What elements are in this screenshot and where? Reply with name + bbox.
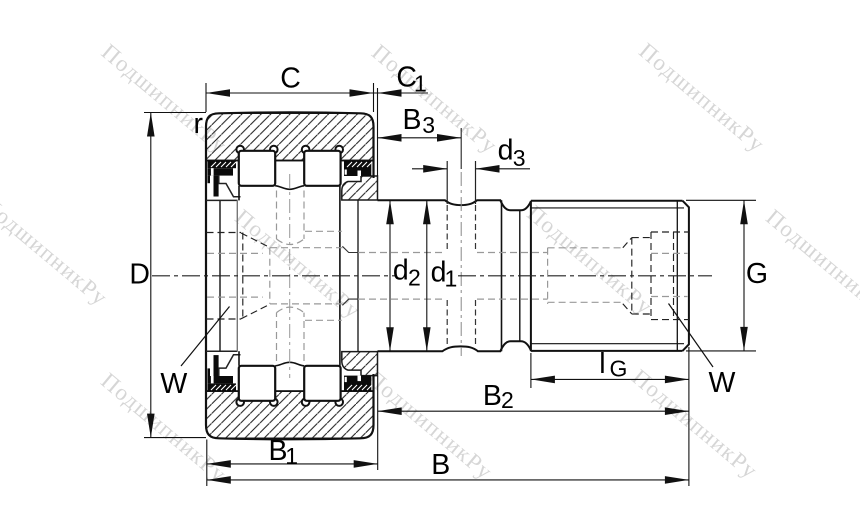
svg-text:C: C	[280, 63, 301, 95]
svg-text:1: 1	[445, 266, 458, 292]
svg-text:d: d	[431, 257, 447, 289]
svg-text:2: 2	[501, 387, 514, 413]
svg-text:d: d	[393, 255, 409, 287]
svg-text:1: 1	[414, 70, 427, 96]
svg-text:1: 1	[285, 443, 298, 469]
svg-text:G: G	[610, 356, 628, 382]
svg-text:D: D	[129, 259, 150, 291]
svg-text:C: C	[396, 61, 417, 93]
svg-text:d: d	[498, 135, 514, 167]
svg-text:2: 2	[408, 264, 421, 290]
svg-text:B: B	[483, 380, 502, 412]
svg-text:l: l	[599, 348, 605, 380]
svg-text:B: B	[268, 435, 287, 467]
svg-text:B: B	[402, 104, 421, 136]
svg-text:B: B	[431, 449, 450, 481]
svg-text:3: 3	[422, 112, 435, 138]
svg-text:W: W	[709, 367, 736, 399]
svg-text:W: W	[160, 368, 187, 400]
svg-text:r: r	[194, 108, 204, 140]
svg-text:3: 3	[513, 145, 526, 171]
svg-text:G: G	[746, 258, 768, 290]
